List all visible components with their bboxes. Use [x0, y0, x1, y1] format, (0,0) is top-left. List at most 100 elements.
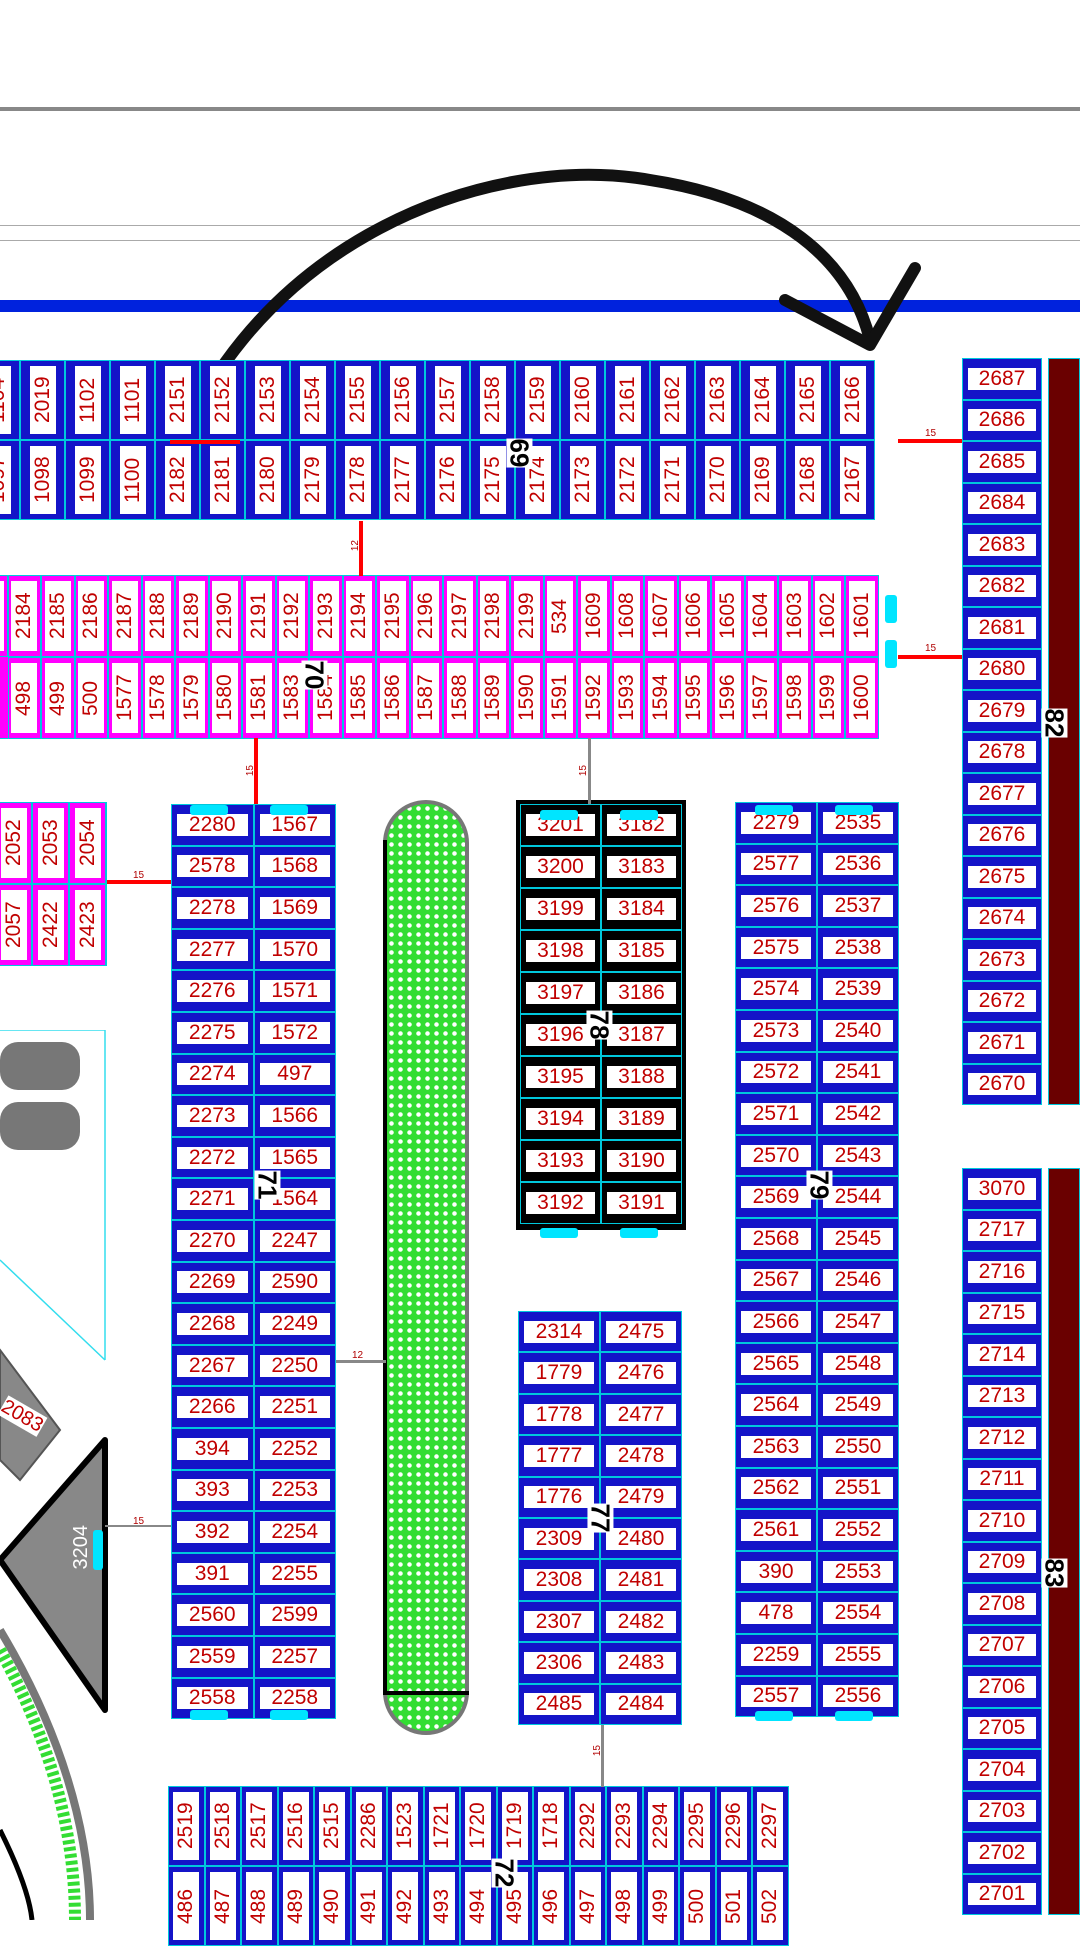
- booth-cell[interactable]: [470, 440, 515, 520]
- booth-cell[interactable]: [290, 360, 335, 440]
- booth-cell[interactable]: [962, 399, 1042, 441]
- booth-cell[interactable]: [520, 1098, 601, 1140]
- booth-cell[interactable]: [253, 1261, 336, 1304]
- booth-cell[interactable]: [600, 1518, 682, 1560]
- booth-cell[interactable]: [69, 802, 106, 884]
- booth-cell[interactable]: [785, 360, 830, 440]
- booth-cell[interactable]: [253, 1178, 336, 1220]
- booth-cell[interactable]: [476, 575, 510, 657]
- booth-cell[interactable]: [817, 1093, 899, 1135]
- booth-cell[interactable]: [962, 856, 1042, 898]
- booth-cell[interactable]: [376, 657, 410, 739]
- booth-cell[interactable]: [735, 1467, 817, 1510]
- booth-cell[interactable]: [817, 1550, 899, 1593]
- booth-cell[interactable]: [253, 1469, 336, 1512]
- booth-cell[interactable]: [200, 360, 245, 440]
- booth-cell[interactable]: [20, 440, 65, 520]
- booth-cell[interactable]: [601, 930, 682, 972]
- booth-cell[interactable]: [817, 1010, 899, 1052]
- booth-cell[interactable]: [110, 440, 155, 520]
- booth-cell[interactable]: [735, 1342, 817, 1385]
- booth-cell[interactable]: [253, 804, 336, 846]
- booth-cell[interactable]: [830, 440, 875, 520]
- booth-cell[interactable]: [245, 360, 290, 440]
- booth-cell[interactable]: [962, 939, 1042, 981]
- booth-cell[interactable]: [735, 1550, 817, 1593]
- booth-cell[interactable]: [253, 1594, 336, 1636]
- booth-cell[interactable]: [518, 1352, 600, 1394]
- booth-cell[interactable]: [7, 657, 41, 739]
- booth-cell[interactable]: [610, 657, 644, 739]
- booth-cell[interactable]: [520, 804, 601, 846]
- booth-cell[interactable]: [735, 885, 817, 927]
- booth-cell[interactable]: [962, 1022, 1042, 1064]
- booth-cell[interactable]: [962, 441, 1042, 483]
- booth-cell[interactable]: [543, 575, 577, 657]
- booth-cell[interactable]: [735, 1509, 817, 1551]
- booth-cell[interactable]: [605, 360, 650, 440]
- booth-cell[interactable]: [817, 1218, 899, 1260]
- booth-cell[interactable]: [679, 1786, 716, 1866]
- booth-cell[interactable]: [560, 440, 605, 520]
- booth-cell[interactable]: [543, 657, 577, 739]
- booth-cell[interactable]: [0, 575, 8, 657]
- booth-cell[interactable]: [962, 1375, 1042, 1417]
- booth-cell[interactable]: [520, 930, 601, 972]
- booth-cell[interactable]: [520, 1056, 601, 1098]
- booth-cell[interactable]: [510, 657, 544, 739]
- booth-cell[interactable]: [650, 440, 695, 520]
- booth-cell[interactable]: [518, 1476, 600, 1518]
- booth-cell[interactable]: [309, 575, 343, 657]
- booth-cell[interactable]: [601, 1098, 682, 1140]
- booth-cell[interactable]: [171, 1220, 254, 1262]
- booth-cell[interactable]: [644, 657, 678, 739]
- booth-cell[interactable]: [817, 1051, 899, 1094]
- booth-cell[interactable]: [962, 524, 1042, 566]
- booth-cell[interactable]: [141, 575, 175, 657]
- booth-cell[interactable]: [695, 360, 740, 440]
- booth-cell[interactable]: [74, 575, 108, 657]
- booth-cell[interactable]: [600, 1393, 682, 1436]
- booth-cell[interactable]: [171, 1095, 254, 1137]
- booth-cell[interactable]: [518, 1518, 600, 1560]
- booth-cell[interactable]: [253, 1552, 336, 1595]
- booth-cell[interactable]: [610, 575, 644, 657]
- booth-cell[interactable]: [171, 1178, 254, 1220]
- booth-cell[interactable]: [171, 1386, 254, 1428]
- booth-cell[interactable]: [41, 575, 75, 657]
- booth-cell[interactable]: [817, 1342, 899, 1385]
- booth-cell[interactable]: [735, 1301, 817, 1343]
- booth-cell[interactable]: [711, 657, 745, 739]
- booth-cell[interactable]: [443, 657, 477, 739]
- booth-cell[interactable]: [752, 1786, 789, 1866]
- booth-cell[interactable]: [650, 360, 695, 440]
- booth-cell[interactable]: [460, 1786, 497, 1866]
- booth-cell[interactable]: [715, 1786, 752, 1866]
- booth-cell[interactable]: [962, 1583, 1042, 1625]
- booth-cell[interactable]: [962, 1790, 1042, 1832]
- booth-cell[interactable]: [425, 440, 470, 520]
- booth-cell[interactable]: [817, 1426, 899, 1468]
- booth-cell[interactable]: [962, 1666, 1042, 1708]
- booth-cell[interactable]: [817, 1384, 899, 1426]
- booth-cell[interactable]: [168, 1786, 205, 1866]
- booth-cell[interactable]: [962, 1458, 1042, 1500]
- booth-cell[interactable]: [253, 928, 336, 971]
- booth-cell[interactable]: [644, 575, 678, 657]
- booth-cell[interactable]: [962, 1500, 1042, 1542]
- booth-cell[interactable]: [443, 575, 477, 657]
- booth-cell[interactable]: [962, 731, 1042, 773]
- booth-cell[interactable]: [290, 440, 335, 520]
- booth-cell[interactable]: [65, 360, 110, 440]
- booth-cell[interactable]: [7, 575, 41, 657]
- booth-cell[interactable]: [518, 1435, 600, 1477]
- booth-cell[interactable]: [577, 575, 611, 657]
- booth-cell[interactable]: [520, 1140, 601, 1182]
- booth-cell[interactable]: [380, 360, 425, 440]
- booth-cell[interactable]: [242, 575, 276, 657]
- booth-cell[interactable]: [171, 1012, 254, 1054]
- booth-cell[interactable]: [817, 1467, 899, 1510]
- booth-cell[interactable]: [515, 360, 560, 440]
- booth-cell[interactable]: [520, 846, 601, 888]
- booth-cell[interactable]: [423, 1786, 460, 1866]
